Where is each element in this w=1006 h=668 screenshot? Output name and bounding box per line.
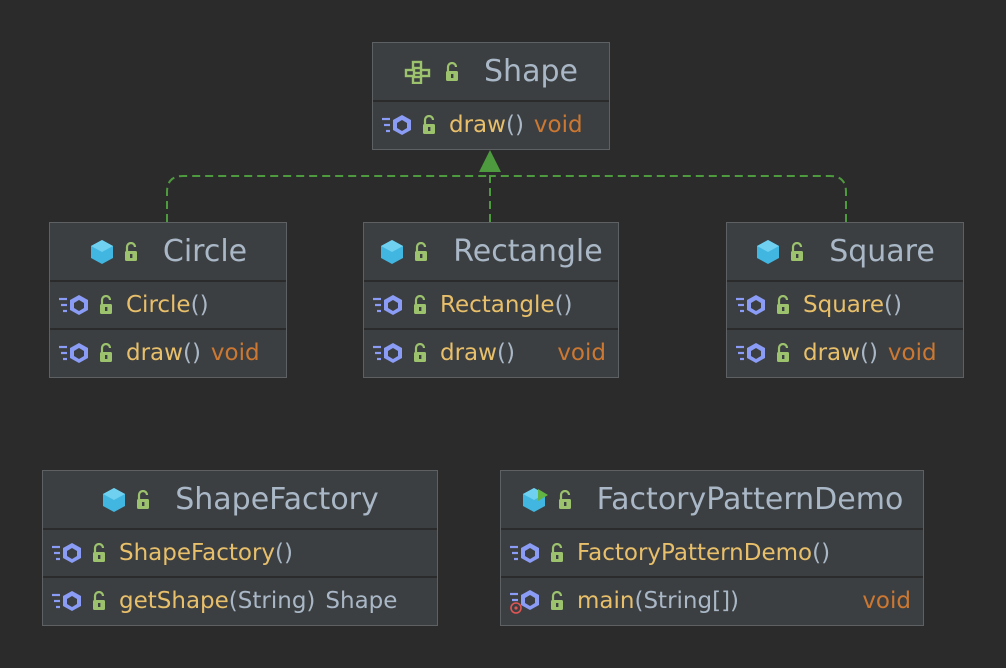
class-header-shapefactory: ShapeFactory (43, 471, 437, 530)
public-lock-icon (444, 61, 462, 82)
class-box-factorypatterndemo[interactable]: FactoryPatternDemo FactoryPatternDemo() … (500, 470, 924, 626)
method-icon (58, 341, 92, 365)
public-lock-icon (412, 343, 430, 363)
method-paren-open: ( (634, 588, 644, 614)
return-type: void (210, 340, 260, 366)
method-paren-close: ) (730, 588, 740, 614)
method-row-draw[interactable]: draw() void (727, 330, 963, 376)
class-title: Circle (162, 234, 248, 269)
class-header-square: Square (727, 223, 963, 282)
method-name: Rectangle (440, 292, 555, 318)
class-icon (379, 239, 405, 265)
return-type: void (887, 340, 937, 366)
class-box-square[interactable]: Square Square() draw() void (726, 222, 964, 378)
method-name: Square (803, 292, 884, 318)
method-name: ShapeFactory (119, 540, 276, 566)
public-lock-icon (421, 115, 439, 135)
method-name: Circle (126, 292, 191, 318)
implements-arrowhead (479, 150, 501, 172)
method-icon (372, 293, 406, 317)
arrow-circle-to-shape (166, 175, 490, 222)
arrow-square-to-shape (490, 175, 847, 222)
class-box-rectangle[interactable]: Rectangle Rectangle() draw() void (363, 222, 619, 378)
method-name: getShape (119, 588, 229, 614)
method-name: main (577, 588, 635, 614)
method-paren-close: ) (306, 588, 316, 614)
method-name: draw (126, 340, 183, 366)
method-name: FactoryPatternDemo (577, 540, 813, 566)
public-lock-icon (775, 343, 793, 363)
method-icon (51, 589, 85, 613)
method-icon (58, 293, 92, 317)
method-name: draw (803, 340, 860, 366)
public-lock-icon (91, 591, 109, 611)
method-paren-open: ( (228, 588, 238, 614)
class-title: Rectangle (453, 234, 603, 269)
class-header-rectangle: Rectangle (364, 223, 618, 282)
return-type: Shape (325, 588, 398, 614)
method-row-constructor[interactable]: FactoryPatternDemo() (501, 530, 923, 578)
class-box-circle[interactable]: Circle Circle() draw() void (49, 222, 287, 378)
class-header-factorypatterndemo: FactoryPatternDemo (501, 471, 923, 530)
method-param-type: String[] (643, 588, 731, 614)
return-type: void (557, 340, 606, 366)
method-name: draw (449, 112, 506, 138)
static-method-icon (509, 588, 543, 614)
method-parens: () (190, 292, 209, 318)
return-type: void (533, 112, 583, 138)
method-row-constructor[interactable]: Circle() (50, 282, 286, 330)
method-parens: () (812, 540, 831, 566)
method-parens: () (554, 292, 573, 318)
public-lock-icon (412, 295, 430, 315)
class-box-shape[interactable]: Shape draw() void (372, 42, 610, 150)
class-title: Shape (484, 54, 578, 89)
public-lock-icon (789, 241, 807, 262)
class-icon (101, 487, 127, 513)
public-lock-icon (123, 241, 141, 262)
return-type: void (862, 588, 911, 614)
interface-icon (404, 60, 436, 84)
method-parens: () (883, 292, 902, 318)
method-row-constructor[interactable]: ShapeFactory() (43, 530, 437, 578)
public-lock-icon (775, 295, 793, 315)
runnable-class-icon (521, 487, 549, 513)
method-parens: () (505, 112, 524, 138)
public-lock-icon (413, 241, 431, 262)
class-title: ShapeFactory (175, 482, 379, 517)
method-row-draw[interactable]: draw() void (373, 102, 609, 148)
public-lock-icon (91, 543, 109, 563)
class-icon (89, 239, 115, 265)
public-lock-icon (557, 489, 575, 510)
method-row-getshape[interactable]: getShape(String) Shape (43, 578, 437, 624)
public-lock-icon (98, 343, 116, 363)
method-parens: () (182, 340, 201, 366)
class-icon (755, 239, 781, 265)
method-row-draw[interactable]: draw() void (50, 330, 286, 376)
method-param-type: String (237, 588, 307, 614)
method-parens: () (496, 340, 515, 366)
method-parens: () (275, 540, 293, 566)
method-icon (509, 541, 543, 565)
method-name: draw (440, 340, 497, 366)
method-row-main[interactable]: main(String[]) void (501, 578, 923, 624)
public-lock-icon (98, 295, 116, 315)
class-title: FactoryPatternDemo (596, 482, 904, 517)
method-icon (735, 341, 769, 365)
method-icon (735, 293, 769, 317)
method-icon (381, 113, 415, 137)
method-parens: () (859, 340, 878, 366)
method-icon (372, 341, 406, 365)
class-header-circle: Circle (50, 223, 286, 282)
public-lock-icon (135, 489, 153, 510)
class-box-shapefactory[interactable]: ShapeFactory ShapeFactory() getShape(Str… (42, 470, 438, 626)
public-lock-icon (549, 591, 567, 611)
public-lock-icon (549, 543, 567, 563)
method-icon (51, 541, 85, 565)
method-row-constructor[interactable]: Square() (727, 282, 963, 330)
class-header-shape: Shape (373, 43, 609, 102)
class-title: Square (829, 234, 935, 269)
method-row-constructor[interactable]: Rectangle() (364, 282, 618, 330)
method-row-draw[interactable]: draw() void (364, 330, 618, 376)
